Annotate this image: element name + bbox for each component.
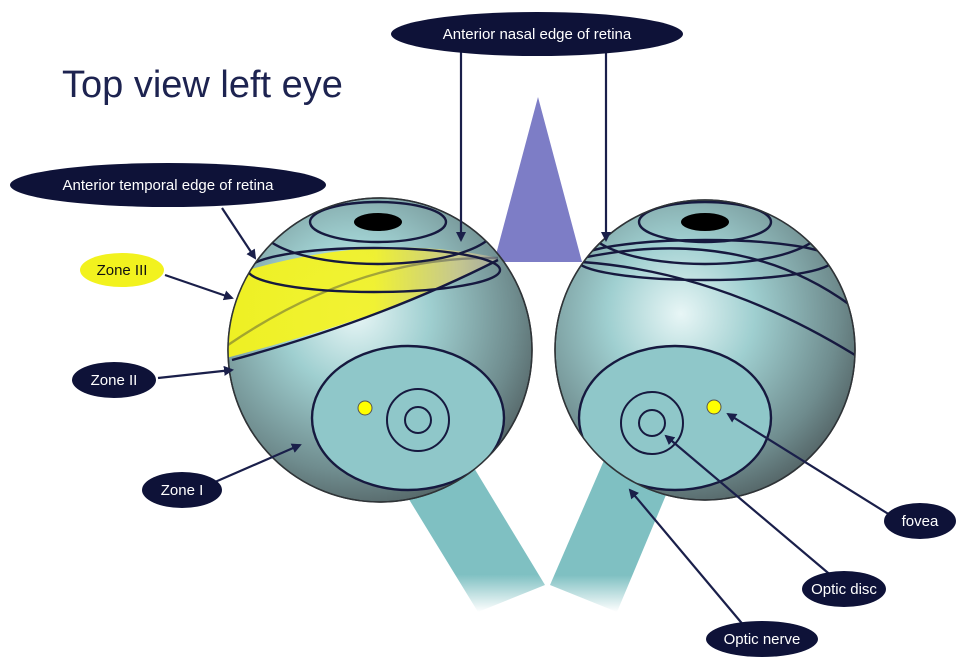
label-zone1: Zone I (142, 472, 222, 508)
arrow-optic-nerve (630, 490, 745, 627)
svg-text:Zone I: Zone I (161, 482, 204, 499)
arrow-anterior-temporal (222, 208, 255, 258)
arrow-zone3 (165, 275, 232, 298)
right-globe (555, 188, 855, 500)
svg-text:Anterior temporal edge of reti: Anterior temporal edge of retina (63, 177, 275, 194)
page-title: Top view left eye (62, 64, 343, 106)
label-anterior-temporal: Anterior temporal edge of retina (10, 163, 326, 207)
label-fovea: fovea (884, 503, 956, 539)
svg-text:Zone II: Zone II (91, 372, 138, 389)
label-zone3: Zone III (80, 253, 164, 287)
svg-text:Anterior nasal edge of retina: Anterior nasal edge of retina (443, 26, 632, 43)
arrow-zone2 (158, 370, 232, 378)
label-optic-nerve: Optic nerve (706, 621, 818, 657)
label-zone2: Zone II (72, 362, 156, 398)
svg-text:Optic nerve: Optic nerve (724, 631, 801, 648)
right-optic-disc-outer (621, 392, 683, 454)
nose-triangle (494, 97, 582, 262)
left-optic-disc-outer (387, 389, 449, 451)
label-optic-disc: Optic disc (802, 571, 886, 607)
svg-text:fovea: fovea (902, 513, 939, 530)
right-fovea (707, 400, 721, 414)
left-globe (223, 188, 532, 502)
left-fovea (358, 401, 372, 415)
label-anterior-nasal: Anterior nasal edge of retina (391, 12, 683, 56)
svg-text:Optic disc: Optic disc (811, 581, 877, 598)
svg-text:Zone III: Zone III (97, 262, 148, 279)
